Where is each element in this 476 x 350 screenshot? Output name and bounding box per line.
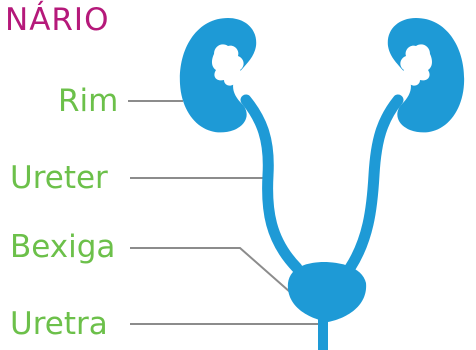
right-ureter xyxy=(350,100,398,268)
urethra xyxy=(318,318,328,350)
left-ureter xyxy=(246,100,297,268)
bladder xyxy=(288,262,366,322)
leader-line-bexiga xyxy=(130,248,290,292)
